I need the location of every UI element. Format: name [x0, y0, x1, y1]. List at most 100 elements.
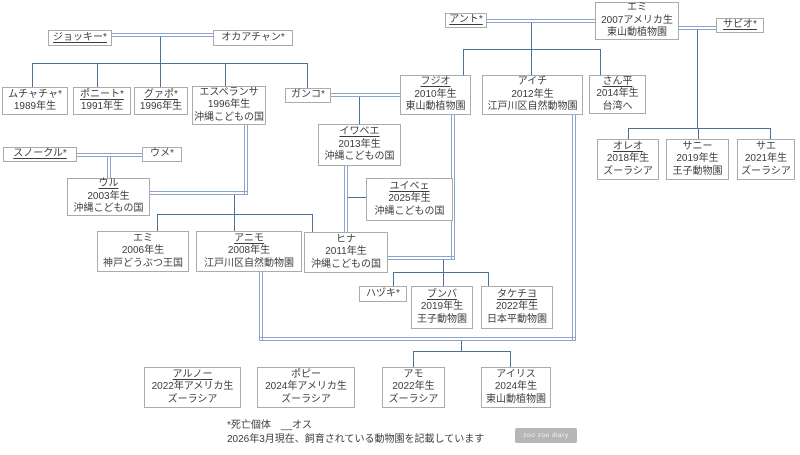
animal-name: アルノー [172, 368, 213, 380]
birth-year: 2019年生 [420, 301, 464, 313]
node-ponito: ポニート* 1991年生 [73, 87, 131, 115]
node-sae: サエ 2021年生 ズーラシア [737, 139, 795, 180]
node-sunny: サニー 2019年生 王子動物園 [666, 139, 729, 180]
birth-year: 2025年生 [388, 193, 431, 205]
birth-year: 2008年生 [227, 245, 271, 257]
node-ume: ウメ* [142, 147, 182, 162]
birth-year: 1996年生 [207, 99, 251, 111]
node-ganko: ガンコ* [285, 88, 331, 103]
node-yuibee: ユイベェ 2025年生 沖縄こどもの国 [366, 178, 453, 221]
watermark-badge[interactable]: zoo zoo diary [515, 428, 577, 443]
pair-drop-to-uru [107, 157, 111, 178]
animal-name: ブンバ [427, 288, 457, 300]
descent-ant-emi [531, 23, 532, 49]
node-snorkel: スノークル* [3, 147, 77, 162]
zoo-name: 王子動物園 [417, 313, 467, 325]
pair-line-ant-emi2007 [487, 19, 595, 23]
sibling-bus-jockey-children [32, 63, 307, 64]
birth-year: 2012年生 [511, 88, 554, 100]
animal-name: ウル [98, 178, 119, 190]
drop-animo [234, 214, 235, 231]
node-okaachan: オカアチャン* [213, 30, 293, 46]
drop-amo [413, 351, 414, 368]
legend-line-2: 2026年3月現在、飼育されている動物園を記載しています [227, 434, 485, 445]
node-emi2007: エミ 2007アメリカ生 東山動植物園 [595, 2, 679, 40]
birth-year: 2019年生 [676, 153, 719, 165]
animal-name: さん平 [602, 75, 633, 87]
drop-aichi [531, 49, 532, 75]
animal-name: ウメ* [150, 148, 174, 160]
descent-animo-aichi [461, 341, 462, 351]
drop-bunba [443, 272, 444, 287]
animal-name: アイリス [496, 368, 536, 380]
animal-name: スノークル* [13, 148, 67, 160]
node-muchacha: ムチャチャ* 1989年生 [2, 87, 68, 115]
node-emi2006: エミ 2006年生 神戸どうぶつ王国 [97, 231, 189, 272]
drop-guapo [160, 63, 161, 88]
zoo-name: 王子動物園 [672, 165, 723, 177]
zoo-name: 沖縄こどもの国 [311, 258, 381, 270]
link-yuibee [348, 197, 366, 198]
birth-year: 2010年生 [414, 88, 457, 100]
zoo-name: 東山動植物園 [405, 101, 466, 113]
drop-sae [770, 128, 771, 139]
pair-line-hina-fujio [388, 256, 455, 260]
drop-sanpei [600, 49, 601, 75]
animal-name: サエ [756, 140, 776, 152]
birth-year: 2013年生 [338, 138, 381, 150]
zoo-name: 沖縄こどもの国 [73, 203, 144, 215]
pair-line-emi2007-sabio [679, 26, 716, 30]
drop-esperanza [225, 63, 226, 87]
legend: *死亡個体 __オス 2026年3月現在、飼育されている動物園を記載しています [227, 419, 484, 447]
drop-iris [510, 351, 511, 368]
zoo-name: ズーラシア [388, 393, 439, 405]
birth-year: 2024年生 [494, 381, 538, 393]
animal-name: オレオ [613, 140, 643, 152]
node-sabio: サビオ* [716, 18, 764, 33]
sibling-bus-hina-children [393, 272, 488, 273]
birth-year: 2006年生 [121, 245, 165, 257]
pair-line-uru-esperanza [150, 191, 248, 195]
zoo-name: ズーラシア [741, 165, 791, 177]
node-uru: ウル 2003年生 沖縄こどもの国 [67, 178, 150, 216]
animal-name: ガンコ* [291, 89, 325, 101]
animal-name: アイチ [517, 76, 548, 88]
node-hina: ヒナ 2011年生 沖縄こどもの国 [304, 232, 388, 273]
birth-year: 2022年生 [392, 381, 435, 393]
drop-ponito [97, 63, 98, 88]
birth-year: 2021年生 [744, 153, 788, 165]
animal-name: ポニート* [80, 88, 124, 100]
drop-oreo [628, 128, 629, 139]
animal-name: ヒナ [336, 233, 356, 245]
drop-hina [312, 214, 313, 232]
animal-name: イワベエ [339, 126, 380, 138]
node-iris: アイリス 2024年生 東山動植物園 [481, 367, 551, 408]
sibling-bus-sabio-children [628, 128, 770, 129]
zoo-name: 台湾へ [602, 100, 633, 112]
node-iwabee: イワベエ 2013年生 沖縄こどもの国 [318, 124, 401, 166]
animal-name: エミ [627, 2, 647, 14]
animal-name: エミ [133, 232, 153, 244]
birth-year: 2018年生 [606, 153, 650, 165]
node-animo: アニモ 2008年生 江戸川区自然動物園 [196, 231, 302, 272]
descent-jockey-okaachan [160, 37, 161, 63]
animal-name: アモ [403, 368, 424, 380]
pair-line-ganko-fujio [331, 93, 400, 97]
pair-line-jockey-okaachan [112, 33, 213, 37]
birth-year: 2022年アメリカ生 [151, 381, 234, 393]
drop-ganko [307, 63, 308, 89]
animal-name: ユイベェ [389, 180, 430, 192]
birth-year: 2007アメリカ生 [601, 14, 673, 26]
node-sanpei: さん平 2014年生 台湾へ [589, 75, 646, 114]
pair-line-animo-aichi-bottom [259, 337, 576, 341]
descent-emi-sabio [697, 30, 698, 128]
zoo-name: ズーラシア [603, 165, 653, 177]
sibling-bus-animo-children [413, 351, 510, 352]
drop-hazuki [393, 272, 394, 287]
birth-year: 1989年生 [13, 101, 57, 112]
birth-year: 2022年生 [495, 301, 539, 313]
animal-name: アニモ [234, 232, 264, 244]
node-hazuki: ハヅキ* [359, 286, 407, 302]
node-jockey: ジョッキー* [48, 30, 112, 46]
node-takechiyo: タケチヨ 2022年生 日本平動物園 [481, 286, 553, 329]
